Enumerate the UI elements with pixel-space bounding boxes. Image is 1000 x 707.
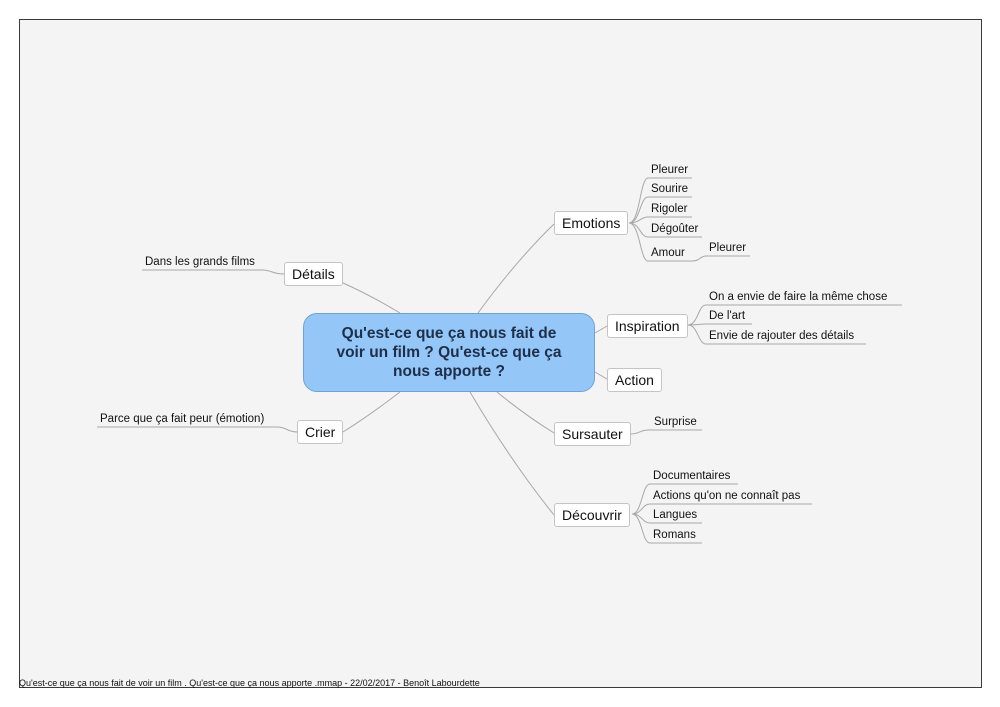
link-emotions bbox=[477, 223, 555, 314]
leaf-de-l-art[interactable]: De l'art bbox=[709, 310, 746, 322]
leaf-amour-pleurer[interactable]: Pleurer bbox=[709, 242, 747, 254]
leaf-actions-inconnues[interactable]: Actions qu'on ne connaît pas bbox=[653, 490, 801, 502]
leaf-amour[interactable]: Amour bbox=[651, 247, 685, 259]
link-crier bbox=[342, 391, 401, 433]
central-topic-text: Qu'est-ce que ça nous fait de voir un fi… bbox=[336, 325, 562, 380]
footer-caption: Qu'est-ce que ça nous fait de voir un fi… bbox=[19, 678, 480, 688]
link-decouvrir bbox=[469, 391, 555, 516]
link-amour-sub bbox=[691, 255, 750, 262]
leaf-romans[interactable]: Romans bbox=[653, 529, 696, 541]
branch-sursauter[interactable]: Sursauter bbox=[554, 422, 631, 446]
leaf-pleurer[interactable]: Pleurer bbox=[651, 164, 689, 176]
branch-details[interactable]: Détails bbox=[284, 262, 343, 286]
branch-inspiration[interactable]: Inspiration bbox=[607, 314, 688, 338]
leaf-rajouter-details[interactable]: Envie de rajouter des détails bbox=[709, 330, 855, 342]
leaf-degouter[interactable]: Dégoûter bbox=[651, 223, 699, 235]
link-action bbox=[594, 371, 608, 380]
leaf-meme-chose[interactable]: On a envie de faire la même chose bbox=[709, 291, 888, 303]
central-topic[interactable]: Qu'est-ce que ça nous fait de voir un fi… bbox=[303, 313, 595, 392]
leaf-documentaires[interactable]: Documentaires bbox=[653, 470, 731, 482]
link-inspiration-leaves bbox=[687, 304, 902, 345]
branch-action[interactable]: Action bbox=[607, 368, 662, 392]
leaf-grands-films[interactable]: Dans les grands films bbox=[145, 256, 255, 268]
link-crier-leaves bbox=[97, 426, 298, 433]
link-sursauter bbox=[496, 391, 555, 434]
leaf-langues[interactable]: Langues bbox=[653, 509, 698, 521]
leaf-rigoler[interactable]: Rigoler bbox=[651, 203, 688, 215]
link-sursauter-leaves bbox=[629, 429, 702, 435]
leaf-sourire[interactable]: Sourire bbox=[651, 183, 689, 195]
branch-emotions[interactable]: Emotions bbox=[554, 211, 629, 235]
link-inspiration bbox=[594, 325, 608, 334]
leaf-surprise[interactable]: Surprise bbox=[654, 416, 697, 428]
link-details bbox=[342, 282, 401, 314]
leaf-fait-peur[interactable]: Parce que ça fait peur (émotion) bbox=[100, 413, 265, 425]
link-decouvrir-leaves bbox=[631, 483, 812, 544]
branch-decouvrir[interactable]: Découvrir bbox=[554, 503, 630, 527]
link-details-leaves bbox=[142, 269, 285, 275]
branch-crier[interactable]: Crier bbox=[297, 420, 344, 444]
link-emotions-leaves bbox=[628, 177, 702, 262]
